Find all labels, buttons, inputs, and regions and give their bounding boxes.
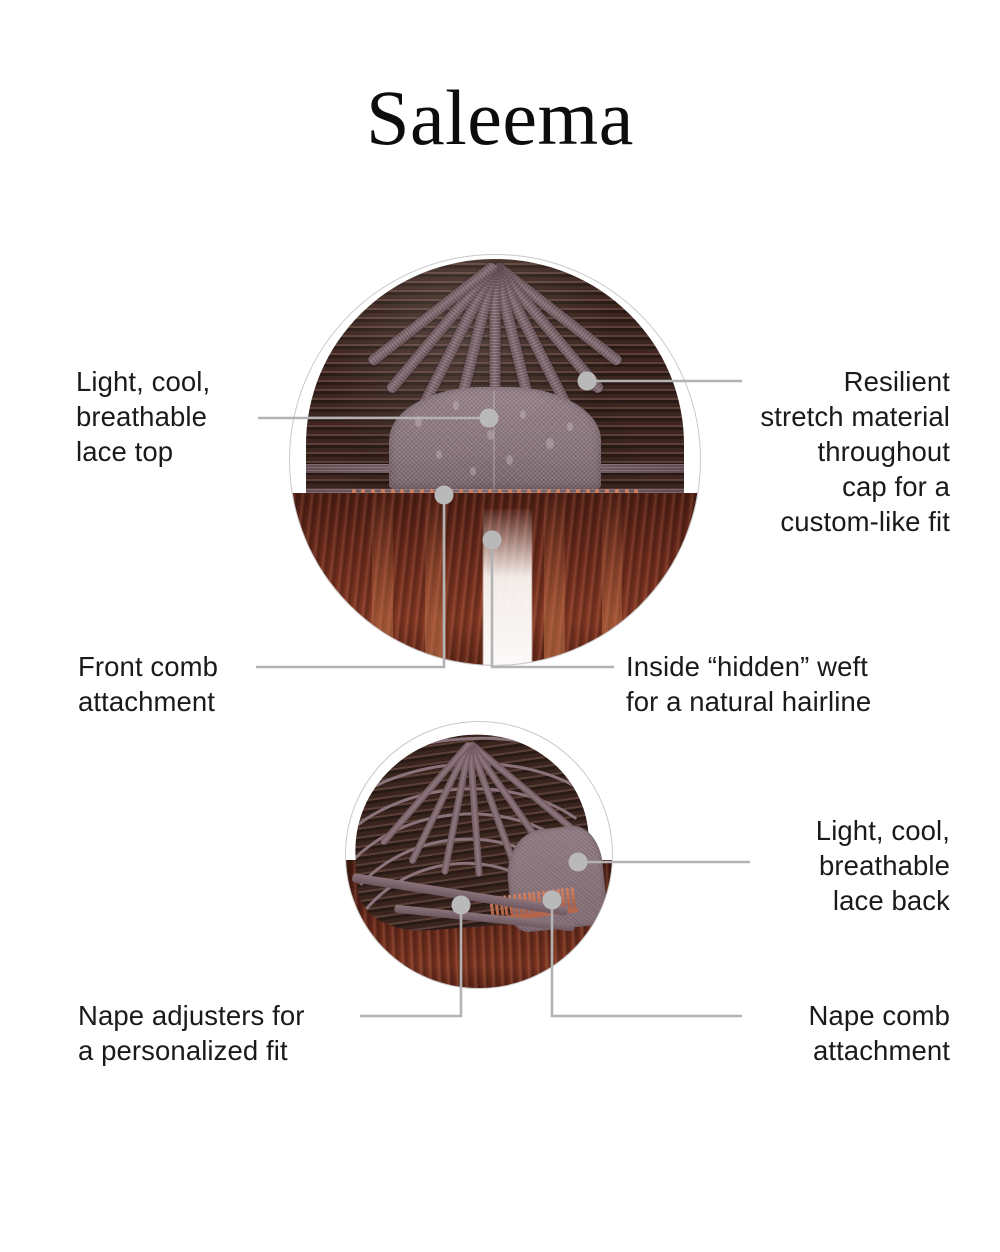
hair-white-highlight [482, 509, 532, 665]
hair-streak [372, 484, 393, 665]
hair-streak [425, 484, 446, 665]
lace-top-panel [389, 387, 601, 490]
hair-streak [601, 484, 623, 665]
callout-label-nape-adjusters: Nape adjusters for a personalized fit [78, 1000, 305, 1066]
lace-knot [505, 454, 513, 465]
lace-knot [452, 401, 459, 411]
lace-knot [486, 429, 494, 440]
callout-label-lace-back: Light, cool, breathable lace back [815, 815, 950, 916]
wig-cap-front-image [289, 254, 701, 666]
lace-knot [435, 450, 442, 460]
cap-stretch-strap [489, 265, 501, 452]
lace-knot [520, 409, 527, 419]
page-title: Saleema [366, 74, 634, 161]
lace-knot [414, 415, 422, 427]
hair-streak [544, 484, 565, 665]
callout-label-lace-top: Light, cool, breathable lace top [76, 366, 211, 467]
wig-cap-back-image [345, 721, 613, 989]
callout-label-stretch-material: Resilient stretch material throughout ca… [760, 366, 950, 537]
lace-knot [545, 438, 554, 450]
lace-knot [566, 421, 573, 431]
callout-label-hidden-weft: Inside “hidden” weft for a natural hairl… [626, 651, 872, 717]
lace-knot [469, 466, 476, 476]
callout-label-front-comb: Front comb attachment [78, 651, 219, 717]
lace-center-seam [492, 391, 496, 490]
callout-label-nape-comb: Nape comb attachment [808, 1000, 950, 1066]
